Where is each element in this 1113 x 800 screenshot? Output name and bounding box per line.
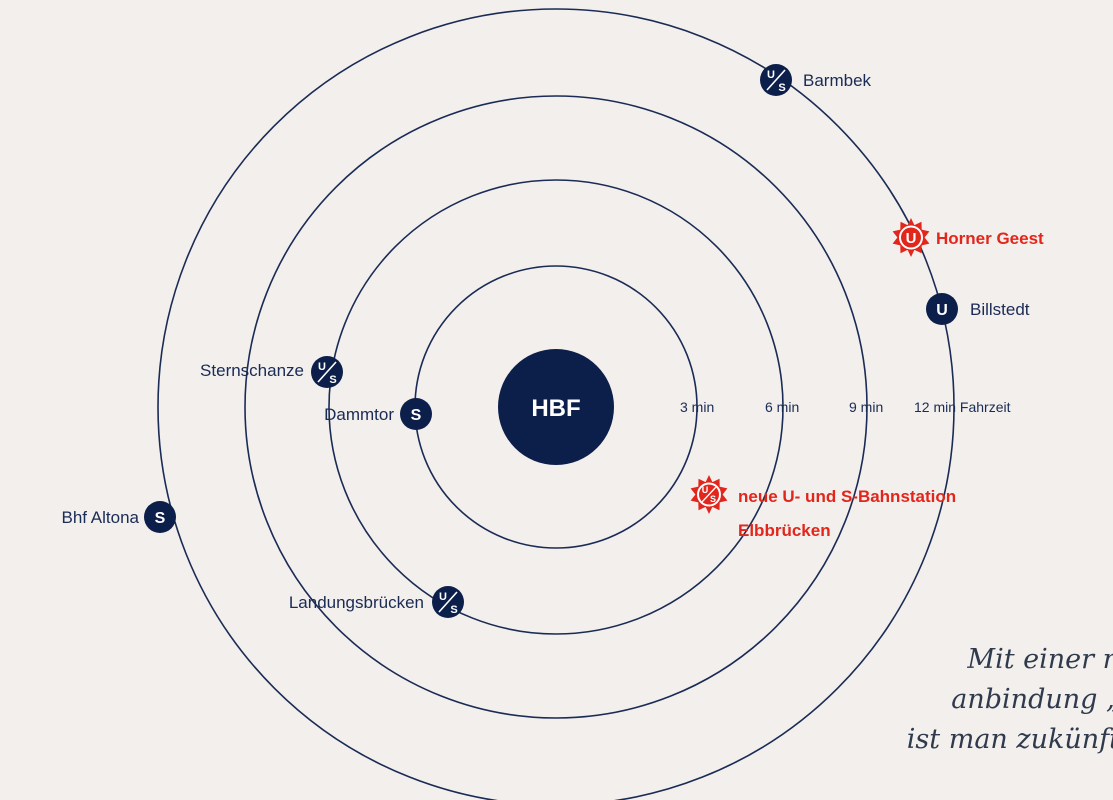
station-label-line-2: Elbbrücken (738, 521, 831, 540)
svg-text:S: S (411, 407, 422, 424)
station-bhf-altona[interactable]: Bhf Altona S (61, 501, 176, 533)
ring-12-min (157, 8, 955, 800)
quote-text: Mit einer n anbindung „ ist man zukünft (790, 640, 1113, 760)
svg-text:S: S (450, 604, 457, 616)
svg-text:U: U (767, 69, 775, 81)
station-billstedt[interactable]: U Billstedt (926, 293, 1030, 325)
station-elbbruecken[interactable]: U S neue U- und S-Bahnstation Elbbrücken (690, 475, 957, 540)
station-horner-geest[interactable]: U Horner Geest (892, 218, 1044, 257)
s-badge-icon: S (144, 501, 176, 533)
us-badge-icon: U S (432, 586, 464, 618)
ring-label-9-min: 9 min (849, 399, 883, 415)
svg-text:S: S (329, 374, 336, 386)
ring-label-12-min: 12 min Fahrzeit (914, 399, 1011, 415)
station-label: Dammtor (324, 405, 394, 424)
svg-text:S: S (778, 82, 785, 94)
u-badge-icon: U (926, 293, 958, 325)
svg-text:U: U (439, 591, 447, 603)
svg-text:U: U (318, 361, 326, 373)
ring-label-6-min: 6 min (765, 399, 799, 415)
u-starburst-icon: U (892, 218, 930, 257)
station-label: Bhf Altona (61, 508, 139, 527)
us-badge-icon: U S (311, 356, 343, 388)
svg-text:U: U (702, 485, 709, 495)
station-label: Horner Geest (936, 229, 1044, 248)
station-dammtor[interactable]: Dammtor S (324, 398, 432, 430)
quote-line: ist man zukünft (906, 723, 1113, 755)
station-label-line-1: neue U- und S-Bahnstation (738, 487, 956, 506)
station-label: Billstedt (970, 300, 1030, 319)
station-label: Barmbek (803, 71, 872, 90)
svg-text:U: U (906, 230, 917, 247)
station-label: Landungsbrücken (289, 593, 424, 612)
svg-text:S: S (710, 494, 716, 504)
svg-text:S: S (155, 510, 166, 527)
ring-6-min (328, 179, 784, 635)
hub-label: HBF (531, 395, 580, 422)
svg-text:U: U (936, 302, 948, 319)
ring-label-3-min: 3 min (680, 399, 714, 415)
us-starburst-icon: U S (690, 475, 728, 514)
station-label: Sternschanze (200, 361, 304, 380)
quote-line: Mit einer n (967, 644, 1113, 675)
s-badge-icon: S (400, 398, 432, 430)
us-badge-icon: U S (760, 64, 792, 96)
quote-line: anbindung „ (951, 683, 1113, 715)
station-barmbek[interactable]: U S Barmbek (760, 64, 872, 96)
ring-9-min (244, 95, 868, 719)
station-landungsbruecken[interactable]: Landungsbrücken U S (289, 586, 464, 618)
station-sternschanze[interactable]: Sternschanze U S (200, 356, 343, 388)
hub-circle (498, 349, 614, 465)
